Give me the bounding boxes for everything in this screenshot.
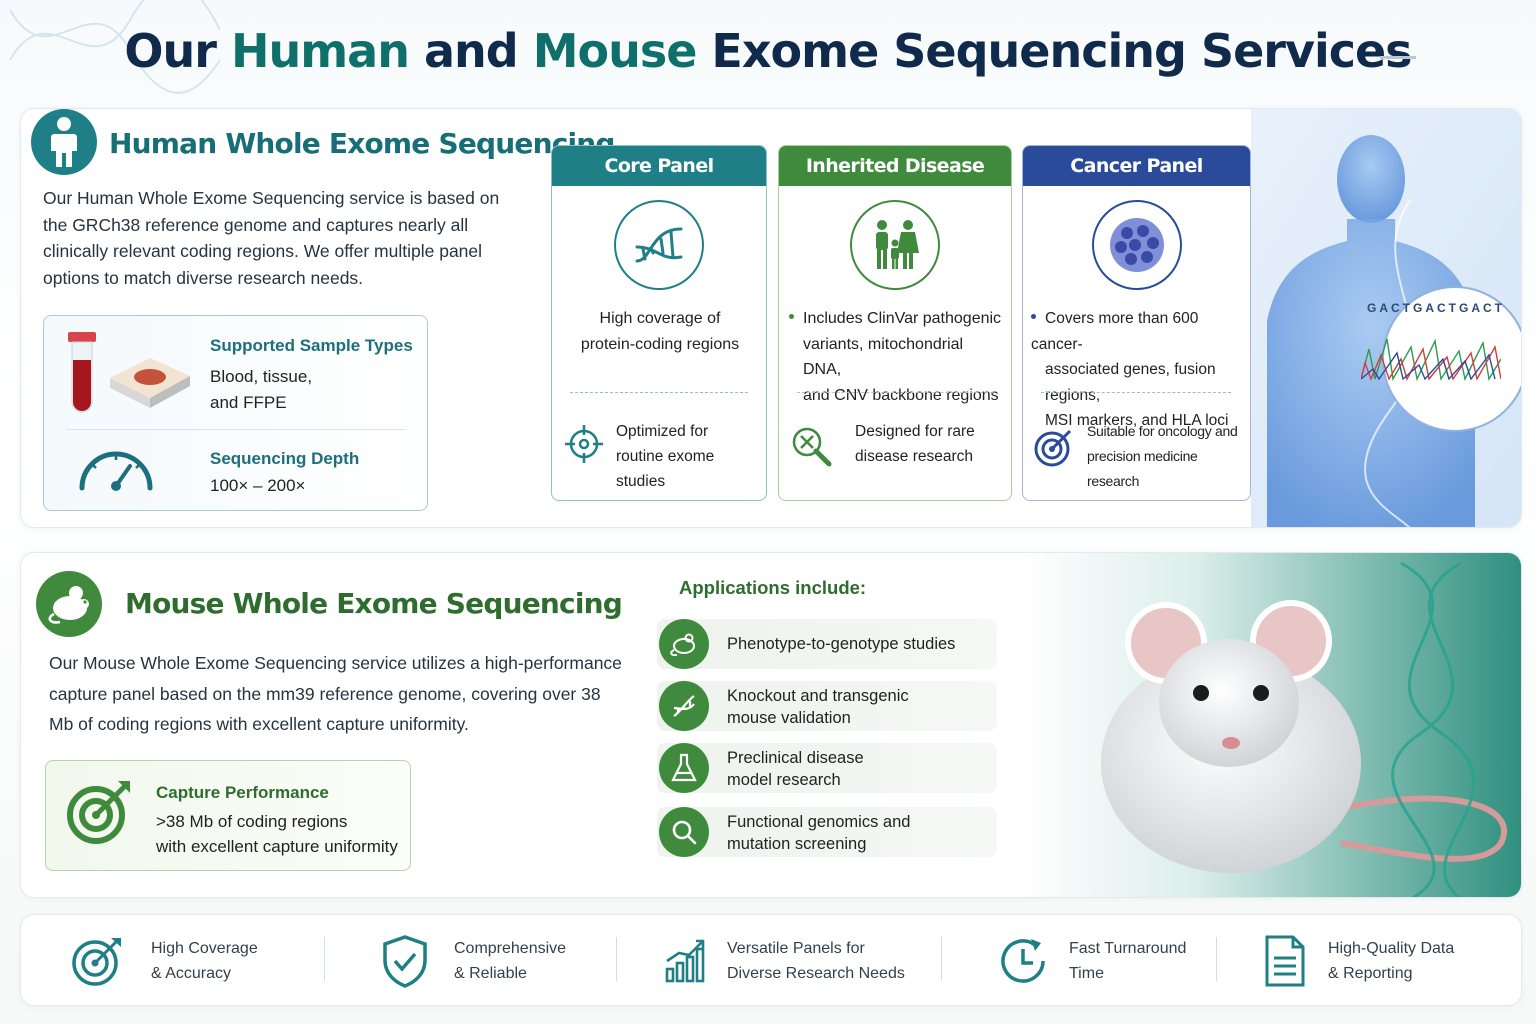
magnifier-icon — [659, 807, 709, 857]
person-icon — [31, 109, 97, 175]
crosshair-icon — [562, 422, 606, 466]
applications-title: Applications include: — [679, 577, 867, 598]
sample-info-box: Supported Sample Types Blood, tissue, an… — [43, 315, 428, 511]
feature-separator — [1216, 937, 1217, 981]
panel-divider — [797, 392, 993, 393]
inherited-panel-footnote: Designed for rare disease research — [855, 423, 975, 465]
features-bar: High Coverage& Accuracy Comprehensive& R… — [20, 914, 1522, 1006]
dna-icon — [659, 681, 709, 731]
application-item: Knockout and transgenic mouse validation — [657, 681, 997, 731]
growth-chart-icon — [661, 935, 713, 987]
depth-label: Sequencing Depth — [210, 449, 360, 468]
target-icon — [71, 935, 123, 987]
sample-types-value: Blood, tissue, and FFPE — [210, 367, 313, 412]
inherited-panel-title: Inherited Disease Panel — [779, 146, 1011, 217]
family-icon — [850, 200, 940, 290]
cancer-panel-title: Cancer Panel — [1023, 146, 1250, 186]
capture-performance-box: Capture Performance >38 Mb of coding reg… — [45, 760, 411, 871]
cancer-panel-description: Covers more than 600 cancer- associated … — [1031, 310, 1229, 429]
page-title: Our Human and Mouse Exome Sequencing Ser… — [124, 24, 1412, 78]
application-item: Preclinical disease model research — [657, 743, 997, 793]
inherited-disease-panel-card: Inherited Disease Panel Includes ClinVar… — [778, 145, 1012, 501]
sequence-readout: GACTGACTGACT — [1367, 301, 1505, 315]
flask-icon — [659, 743, 709, 793]
application-item: Functional genomics and mutation screeni… — [657, 807, 997, 857]
feature-separator — [941, 937, 942, 981]
core-panel-description: High coverage of protein-coding regions — [580, 310, 740, 353]
panel-divider — [570, 392, 748, 393]
mouse-icon — [36, 571, 102, 637]
tissue-block-icon — [110, 358, 190, 408]
title-dash — [1380, 56, 1416, 59]
human-section-title: Human Whole Exome Sequencing — [109, 127, 615, 160]
feature-item: Comprehensive& Reliable — [331, 915, 621, 1007]
chromatogram-icon — [1361, 338, 1501, 382]
feature-item: High-Quality Data& Reporting — [1221, 915, 1511, 1007]
core-panel-footnote: Optimized for routine exome studies — [616, 423, 715, 490]
mouse-description: Our Mouse Whole Exome Sequencing service… — [49, 653, 622, 734]
blood-tube-icon — [68, 332, 96, 413]
cancer-panel-card: Cancer Panel Covers more than 600 cancer… — [1022, 145, 1251, 501]
human-description: Our Human Whole Exome Sequencing service… — [43, 188, 500, 288]
mouse-section-title: Mouse Whole Exome Sequencing — [125, 587, 623, 620]
panel-divider — [1041, 392, 1231, 393]
dna-magnifier-icon — [789, 424, 833, 468]
human-section: Human Whole Exome Sequencing Our Human W… — [20, 108, 1522, 528]
core-panel-card: Core Panel High coverage of protein-codi… — [551, 145, 767, 501]
mouse-illustration — [1021, 553, 1521, 897]
human-body-illustration — [1251, 109, 1521, 527]
sample-types-label: Supported Sample Types — [210, 336, 413, 355]
shield-check-icon — [379, 935, 431, 988]
capture-performance-value: >38 Mb of coding regions with excellent … — [156, 812, 398, 856]
feature-separator — [616, 937, 617, 981]
core-panel-title: Core Panel — [552, 146, 766, 186]
feature-item: High Coverage& Accuracy — [21, 915, 321, 1007]
dna-icon — [614, 200, 704, 290]
cancer-panel-footnote: Suitable for oncology and precision medi… — [1087, 423, 1238, 489]
feature-separator — [324, 937, 325, 981]
clock-icon — [997, 935, 1049, 987]
info-divider — [66, 429, 406, 430]
dna-decoration-icon — [9, 0, 220, 94]
cancer-cell-icon — [1092, 200, 1182, 290]
target-icon — [1031, 426, 1075, 470]
gauge-icon — [79, 451, 153, 491]
inherited-panel-description: Includes ClinVar pathogenic variants, mi… — [789, 306, 1005, 408]
application-item: Phenotype-to-genotype studies — [657, 619, 997, 669]
capture-performance-label: Capture Performance — [156, 783, 329, 802]
document-icon — [1259, 935, 1311, 987]
depth-value: 100× – 200× — [210, 476, 306, 495]
mouse-section: Mouse Whole Exome Sequencing Our Mouse W… — [20, 552, 1522, 898]
target-arrow-icon — [67, 781, 130, 844]
mouse-icon — [659, 619, 709, 669]
